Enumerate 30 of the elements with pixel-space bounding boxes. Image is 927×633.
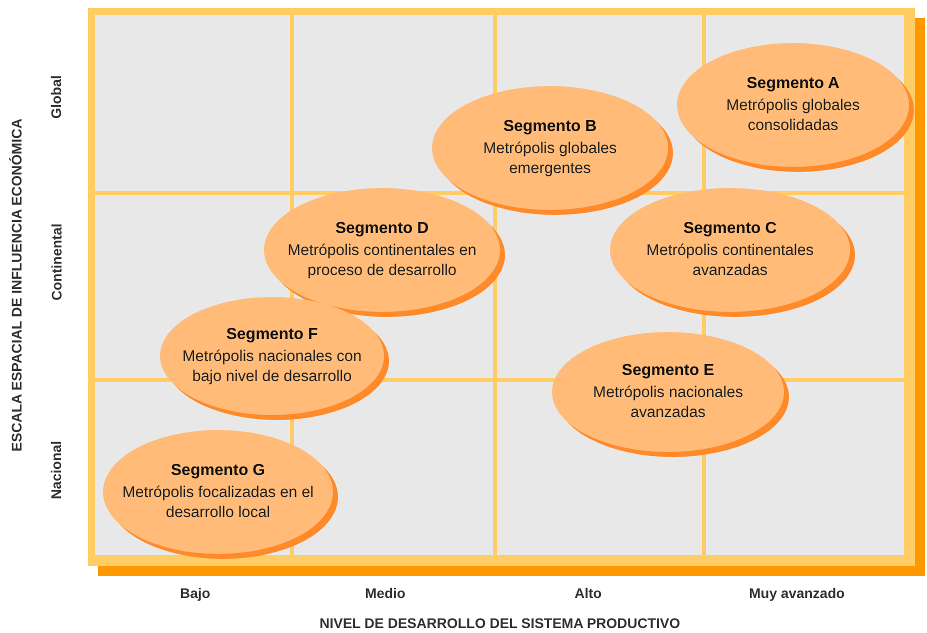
segment-title: Segmento F <box>226 326 318 344</box>
segment-title: Segmento B <box>503 118 597 136</box>
segment-ellipse <box>677 43 915 173</box>
segment-ellipse <box>552 332 790 458</box>
segment-title: Segmento D <box>335 220 429 238</box>
segment-ellipse <box>103 430 339 560</box>
segment-ellipse <box>610 188 856 318</box>
segment-title: Segmento A <box>746 74 840 92</box>
segment-description: Metrópolis nacionales avanzadas <box>592 382 744 422</box>
segment-ellipse <box>432 86 674 216</box>
column-label: Muy avanzado <box>749 585 845 601</box>
segment-title: Segmento C <box>683 220 777 238</box>
segment-title: Segmento G <box>170 462 266 480</box>
segment-description: Metrópolis focalizadas en el desarrollo local <box>121 482 315 522</box>
segment-ellipse <box>264 188 506 318</box>
column-label: Bajo <box>180 585 210 601</box>
column-label: Alto <box>574 585 602 601</box>
segment-description: Metrópolis continentales avanzadas <box>645 240 815 280</box>
axis-title: ESCALA ESPACIAL DE INFLUENCIA ECONÓMICA <box>8 118 24 452</box>
segment-description: Metrópolis globales consolidadas <box>725 96 861 136</box>
segment-title: Segmento E <box>622 362 714 380</box>
segment-description: Metrópolis globales emergentes <box>482 138 618 178</box>
segment-description: Metrópolis continentales en proceso de desarrollo <box>286 240 478 280</box>
segment-description: Metrópolis nacionales con bajo nivel de desarrollo <box>181 346 363 386</box>
row-label: Nacional <box>48 440 64 500</box>
row-label: Global <box>48 75 64 119</box>
segment-ellipse <box>160 297 390 421</box>
axis-title: NIVEL DE DESARROLLO DEL SISTEMA PRODUCTIVO <box>320 615 680 631</box>
row-label: Continental <box>48 224 64 300</box>
column-label: Medio <box>365 585 406 601</box>
